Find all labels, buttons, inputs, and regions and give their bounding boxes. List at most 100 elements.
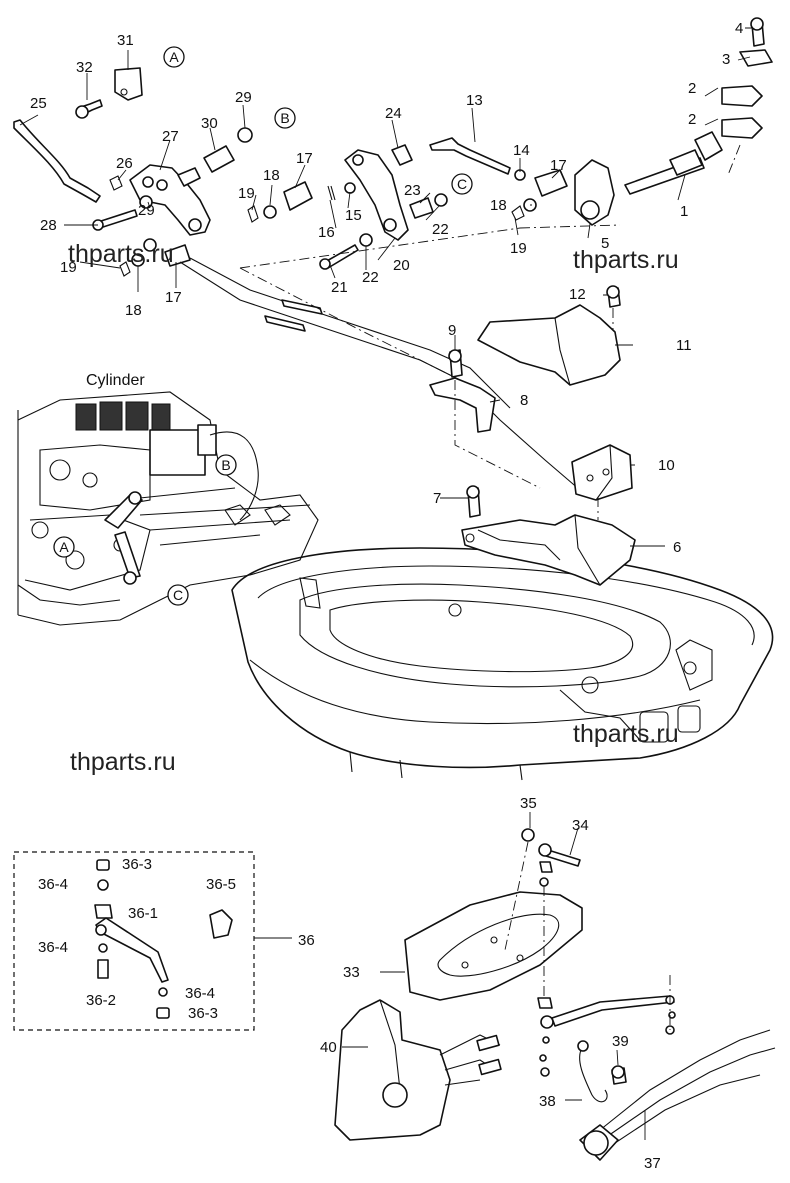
part-number-label: 9 <box>448 322 456 339</box>
callout-ring <box>215 454 237 476</box>
part-number-label: 16 <box>318 224 335 241</box>
callout-letter: A <box>59 539 69 555</box>
part-number-label: 36 <box>298 932 315 949</box>
part-number-label: 34 <box>572 817 589 834</box>
callouts-layer: A B C A B C <box>53 46 473 606</box>
bracket-31 <box>114 67 143 101</box>
grommet-33 <box>404 891 583 1001</box>
callout-ring <box>53 536 75 558</box>
part-number-label: 36-4 <box>185 985 215 1002</box>
part-number-label: 28 <box>40 217 57 234</box>
part-number-label: 38 <box>539 1093 556 1110</box>
callout-circle: A <box>163 46 185 68</box>
part-number-label: 39 <box>612 1033 629 1050</box>
callout-circle: C <box>167 584 189 606</box>
part-number-label: 17 <box>296 150 313 167</box>
callout-ring <box>167 584 189 606</box>
part-number-label: 17 <box>550 157 567 174</box>
part-number-label: 4 <box>735 20 743 37</box>
cover-11 <box>477 304 621 386</box>
lever-20 <box>344 149 409 241</box>
part-number-label: 35 <box>520 795 537 812</box>
part-number-label: 24 <box>385 105 402 122</box>
part-number-label: 19 <box>60 259 77 276</box>
part-number-label: 20 <box>393 257 410 274</box>
part-number-label: 2 <box>688 111 696 128</box>
part-labels-layer: 1223456789101112131415161717171818181919… <box>30 20 743 1172</box>
callout-circle: A <box>53 536 75 558</box>
part-number-label: 22 <box>432 221 449 238</box>
part-number-label: 37 <box>644 1155 661 1172</box>
part-number-label: 19 <box>238 185 255 202</box>
remote-control-box-40 <box>334 999 451 1141</box>
part-number-label: 26 <box>116 155 133 172</box>
part-number-label: 18 <box>490 197 507 214</box>
part-number-label: 8 <box>520 392 528 409</box>
part-number-label: 25 <box>30 95 47 112</box>
part-number-label: 5 <box>601 235 609 252</box>
callout-circle: C <box>451 173 473 195</box>
leader-lines <box>19 27 752 1140</box>
part-number-label: 22 <box>362 269 379 286</box>
part-number-label: 36-4 <box>38 939 68 956</box>
part-number-label: 18 <box>263 167 280 184</box>
part-number-label: 10 <box>658 457 675 474</box>
cylinder-detail-illustration <box>17 391 319 626</box>
callout-circle: B <box>215 454 237 476</box>
bracket-8 <box>429 377 496 433</box>
part-number-label: 33 <box>343 964 360 981</box>
part-number-label: 36-3 <box>188 1005 218 1022</box>
linkage-assembly <box>13 17 773 491</box>
watermark-text: thparts.ru <box>70 748 176 776</box>
part-number-label: 17 <box>165 289 182 306</box>
watermark-text: thparts.ru <box>573 720 679 748</box>
part-number-label: 31 <box>117 32 134 49</box>
callout-letter: B <box>221 457 230 473</box>
cylinder-label: Cylinder <box>86 372 145 389</box>
part-number-label: 23 <box>404 182 421 199</box>
part-number-label: 27 <box>162 128 179 145</box>
throttle-rod-25 <box>13 119 101 203</box>
part-number-label: 1 <box>680 203 688 220</box>
watermark-text: thparts.ru <box>573 246 679 274</box>
part-number-label: 30 <box>201 115 218 132</box>
callout-ring <box>163 46 185 68</box>
callout-letter: C <box>457 176 467 192</box>
part-number-label: 3 <box>722 51 730 68</box>
callout-letter: B <box>280 110 289 126</box>
part-number-label: 12 <box>569 286 586 303</box>
part-number-label: 21 <box>331 279 348 296</box>
rod-13 <box>429 137 511 175</box>
callout-circle: B <box>274 107 296 129</box>
kit-36-detail <box>13 851 292 1031</box>
holder-6 <box>461 514 636 586</box>
part-number-label: 2 <box>688 80 696 97</box>
watermarks-layer: thparts.ru thparts.ru thparts.ru thparts.ru <box>68 240 679 776</box>
part-number-label: 36-3 <box>122 856 152 873</box>
callout-letter: A <box>169 49 179 65</box>
part-number-label: 6 <box>673 539 681 556</box>
part-number-label: 36-1 <box>128 905 158 922</box>
part-number-label: 36-2 <box>86 992 116 1009</box>
callout-letter: C <box>173 587 183 603</box>
part-number-label: 36-4 <box>38 876 68 893</box>
part-number-label: 29 <box>138 202 155 219</box>
watermark-text: thparts.ru <box>68 240 174 268</box>
part-number-label: 40 <box>320 1039 337 1056</box>
part-number-label: 19 <box>510 240 527 257</box>
part-number-label: 32 <box>76 59 93 76</box>
part-number-label: 14 <box>513 142 530 159</box>
part-number-label: 36-5 <box>206 876 236 893</box>
callout-ring <box>274 107 296 129</box>
part-number-label: 15 <box>345 207 362 224</box>
part-number-label: 11 <box>676 337 692 354</box>
bottom-cowling <box>231 547 774 781</box>
remote-control-parts <box>334 828 776 1161</box>
part-number-label: 29 <box>235 89 252 106</box>
part-number-label: 13 <box>466 92 483 109</box>
part-number-label: 7 <box>433 490 441 507</box>
part-number-label: 18 <box>125 302 142 319</box>
mount-parts <box>429 285 636 586</box>
